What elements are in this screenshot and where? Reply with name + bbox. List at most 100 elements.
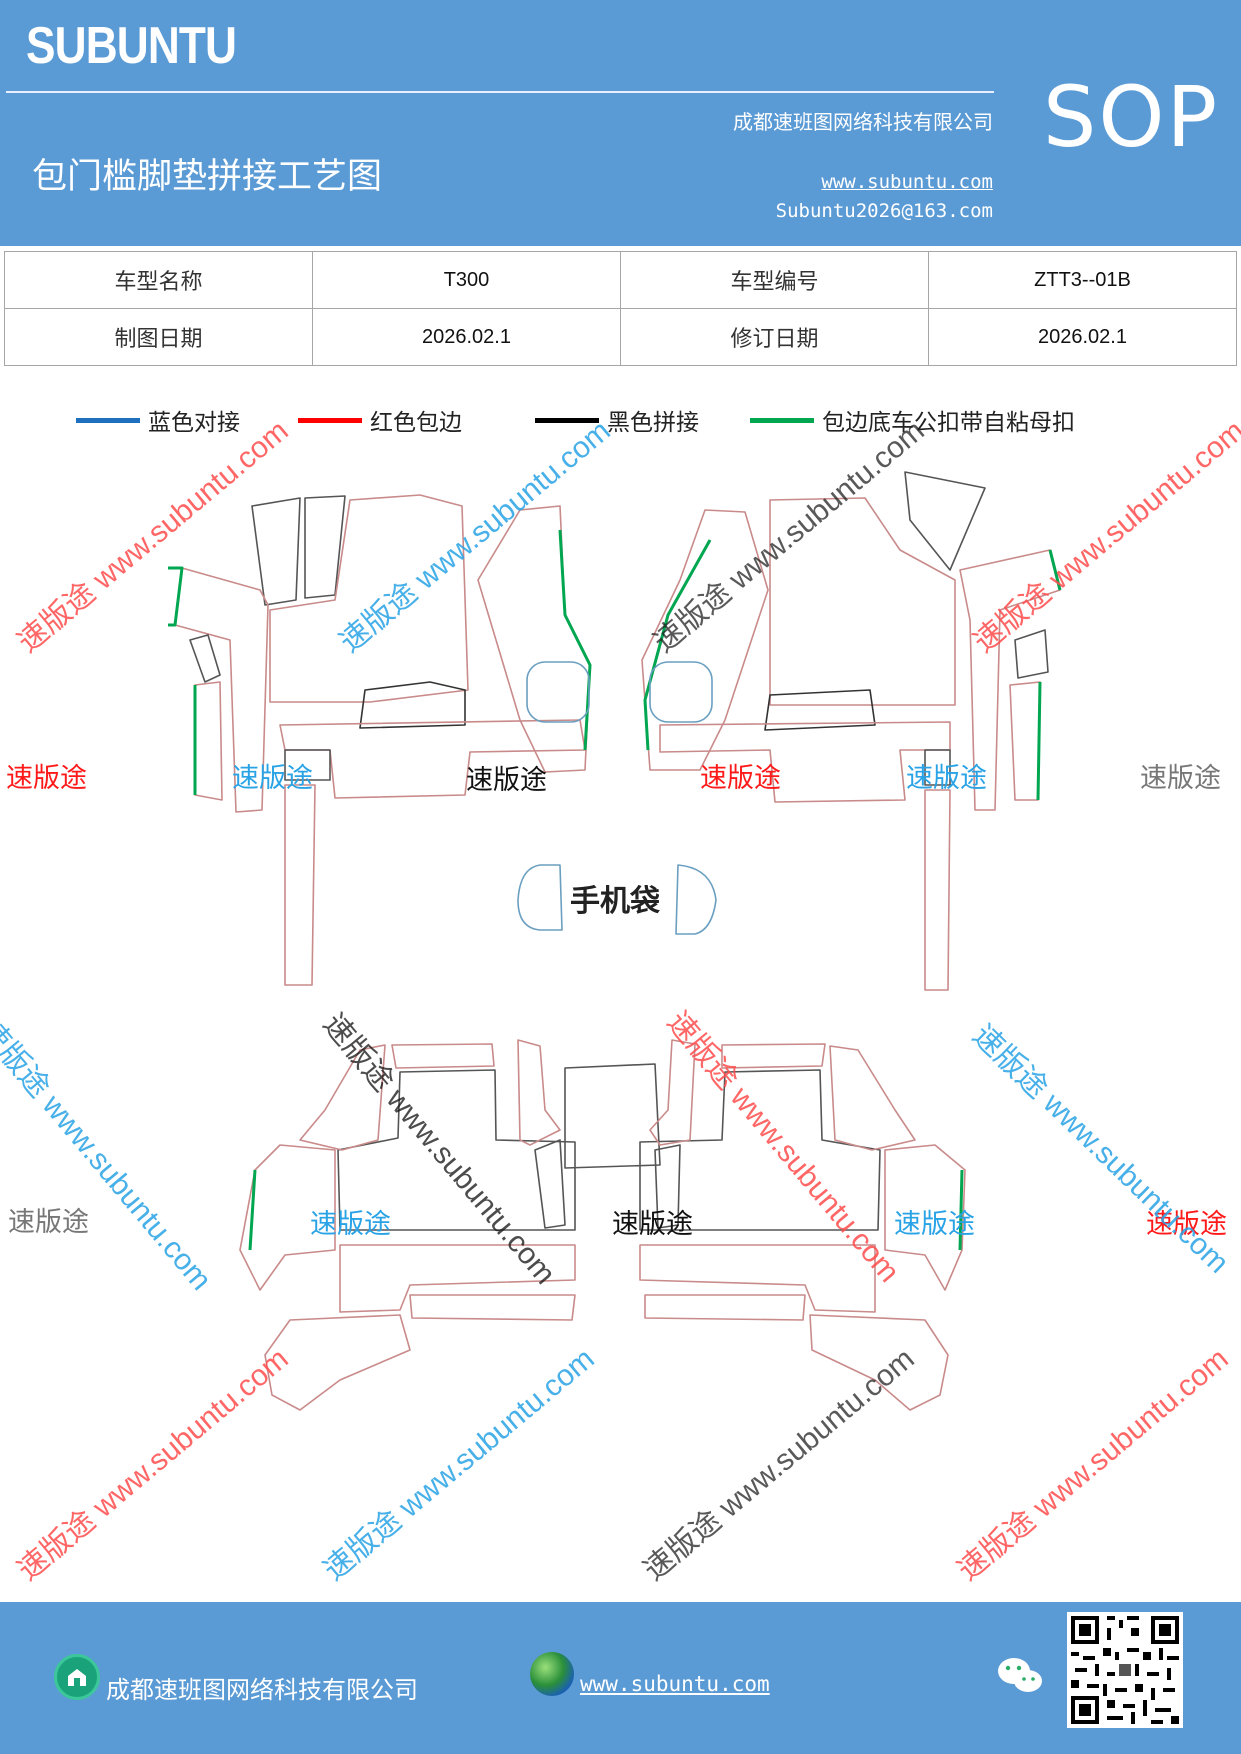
sop-label: SOP	[1043, 68, 1220, 166]
watermark-brand: 速版途	[8, 1207, 89, 1237]
watermark-brand: 速版途	[466, 765, 547, 795]
mat-group-front-left	[168, 494, 592, 986]
legend-item-black: 黑色拼接	[535, 400, 699, 440]
mat-piece	[558, 529, 592, 751]
mat-piece	[168, 566, 184, 627]
footer-website-link[interactable]: www.subuntu.com	[580, 1672, 770, 1696]
mat-piece	[809, 1314, 949, 1411]
header-banner: SUBUNTU SOP 成都速班图网络科技有限公司 包门槛脚垫拼接工艺图 www…	[0, 0, 1241, 246]
mat-piece	[829, 1045, 916, 1151]
model-code-value: ZTT3--01B	[928, 251, 1237, 309]
mat-piece	[299, 1044, 386, 1151]
mat-piece	[764, 689, 876, 731]
mat-piece	[769, 497, 956, 706]
mat-piece	[639, 1069, 881, 1231]
mat-piece	[284, 784, 316, 986]
phone-pocket-label: 手机袋	[570, 884, 660, 919]
mat-piece	[337, 1069, 576, 1231]
mat-piece	[517, 1039, 561, 1146]
email-address[interactable]: Subuntu2026@163.com	[775, 200, 993, 222]
mat-piece	[477, 505, 591, 773]
mat-piece	[564, 1063, 661, 1169]
mat-piece	[643, 539, 712, 751]
mat-piece	[251, 497, 301, 606]
table-row: 车型名称 T300 车型编号 ZTT3--01B	[4, 251, 1237, 309]
legend-swatch-blue	[76, 417, 140, 423]
phone-pocket-outline	[649, 661, 713, 723]
legend-swatch-green	[750, 417, 814, 423]
watermark-brand: 速版途	[1146, 1209, 1227, 1239]
table-row: 制图日期 2026.02.1 修订日期 2026.02.1	[4, 308, 1237, 366]
mat-piece	[269, 494, 469, 703]
mat-piece	[239, 1144, 336, 1291]
revise-date-label: 修订日期	[620, 308, 929, 366]
mat-piece	[189, 634, 221, 683]
mat-piece	[174, 567, 269, 813]
watermark-brand: 速版途	[1140, 763, 1221, 793]
mat-piece	[264, 1314, 411, 1411]
watermark-brand: 速版途	[310, 1209, 391, 1239]
legend-item-red: 红色包边	[298, 400, 462, 440]
mat-group-rear-right	[639, 1039, 966, 1411]
mat-piece	[644, 1294, 806, 1321]
mat-piece	[339, 1244, 576, 1313]
watermark-brand: 速版途	[700, 763, 781, 793]
website-link[interactable]: www.subuntu.com	[821, 171, 993, 193]
wechat-icon	[996, 1654, 1044, 1698]
mat-piece	[359, 681, 466, 729]
mat-piece	[639, 1244, 876, 1313]
page-title: 包门槛脚垫拼接工艺图	[32, 157, 383, 197]
model-info-table: 车型名称 T300 车型编号 ZTT3--01B 制图日期 2026.02.1 …	[4, 251, 1237, 366]
mat-piece	[654, 1144, 681, 1229]
watermark-brand: 速版途	[894, 1209, 975, 1239]
mat-piece	[659, 721, 951, 803]
floor-mat-diagram	[168, 471, 1062, 1411]
phone-pocket-piece	[675, 864, 717, 935]
brand-logo: SUBUNTU	[26, 17, 237, 75]
mat-piece	[1009, 681, 1041, 801]
legend-label: 包边底车公扣带自粘母扣	[822, 410, 1075, 436]
mat-piece	[534, 1139, 566, 1229]
watermark-brand: 速版途	[6, 763, 87, 793]
mat-piece	[924, 749, 951, 786]
phone-pocket-outline	[526, 661, 590, 723]
mat-piece	[409, 1294, 576, 1321]
mat-piece	[248, 1169, 257, 1251]
legend-item-blue: 蓝色对接	[76, 400, 240, 440]
mat-piece	[721, 1043, 826, 1069]
footer-company: 成都速班图网络科技有限公司	[106, 1676, 418, 1704]
legend-swatch-black	[535, 417, 599, 423]
mat-piece	[649, 1039, 696, 1146]
model-name-label: 车型名称	[4, 251, 313, 309]
legend-label: 红色包边	[370, 410, 462, 436]
mat-piece	[958, 1169, 964, 1251]
watermark-brand: 速版途	[232, 763, 313, 793]
globe-icon	[530, 1652, 574, 1696]
model-code-label: 车型编号	[620, 251, 929, 309]
mat-group-front-right	[641, 471, 1062, 991]
footer-banner: 成都速班图网络科技有限公司 www.subuntu.com	[0, 1602, 1241, 1754]
watermark-brand: 速版途	[906, 763, 987, 793]
mat-piece	[641, 509, 769, 771]
draw-date-label: 制图日期	[4, 308, 313, 366]
mat-piece	[1036, 681, 1042, 801]
mat-piece	[284, 749, 331, 781]
phone-pocket-piece	[517, 864, 563, 931]
mat-piece	[924, 789, 951, 991]
draw-date-value: 2026.02.1	[312, 308, 621, 366]
mat-piece	[904, 471, 986, 571]
model-name-value: T300	[312, 251, 621, 309]
qr-code-icon	[1067, 1612, 1183, 1728]
mat-piece	[1048, 549, 1062, 591]
mat-piece	[391, 1043, 495, 1069]
watermark-brand: 速版途	[612, 1209, 693, 1239]
legend-swatch-red	[298, 417, 362, 423]
mat-piece	[194, 681, 223, 801]
revise-date-value: 2026.02.1	[928, 308, 1237, 366]
legend-label: 黑色拼接	[607, 410, 699, 436]
mat-piece	[1014, 629, 1049, 679]
company-name: 成都速班图网络科技有限公司	[733, 110, 993, 134]
mat-piece	[884, 1144, 966, 1291]
header-divider	[6, 91, 994, 93]
legend-label: 蓝色对接	[148, 410, 240, 436]
